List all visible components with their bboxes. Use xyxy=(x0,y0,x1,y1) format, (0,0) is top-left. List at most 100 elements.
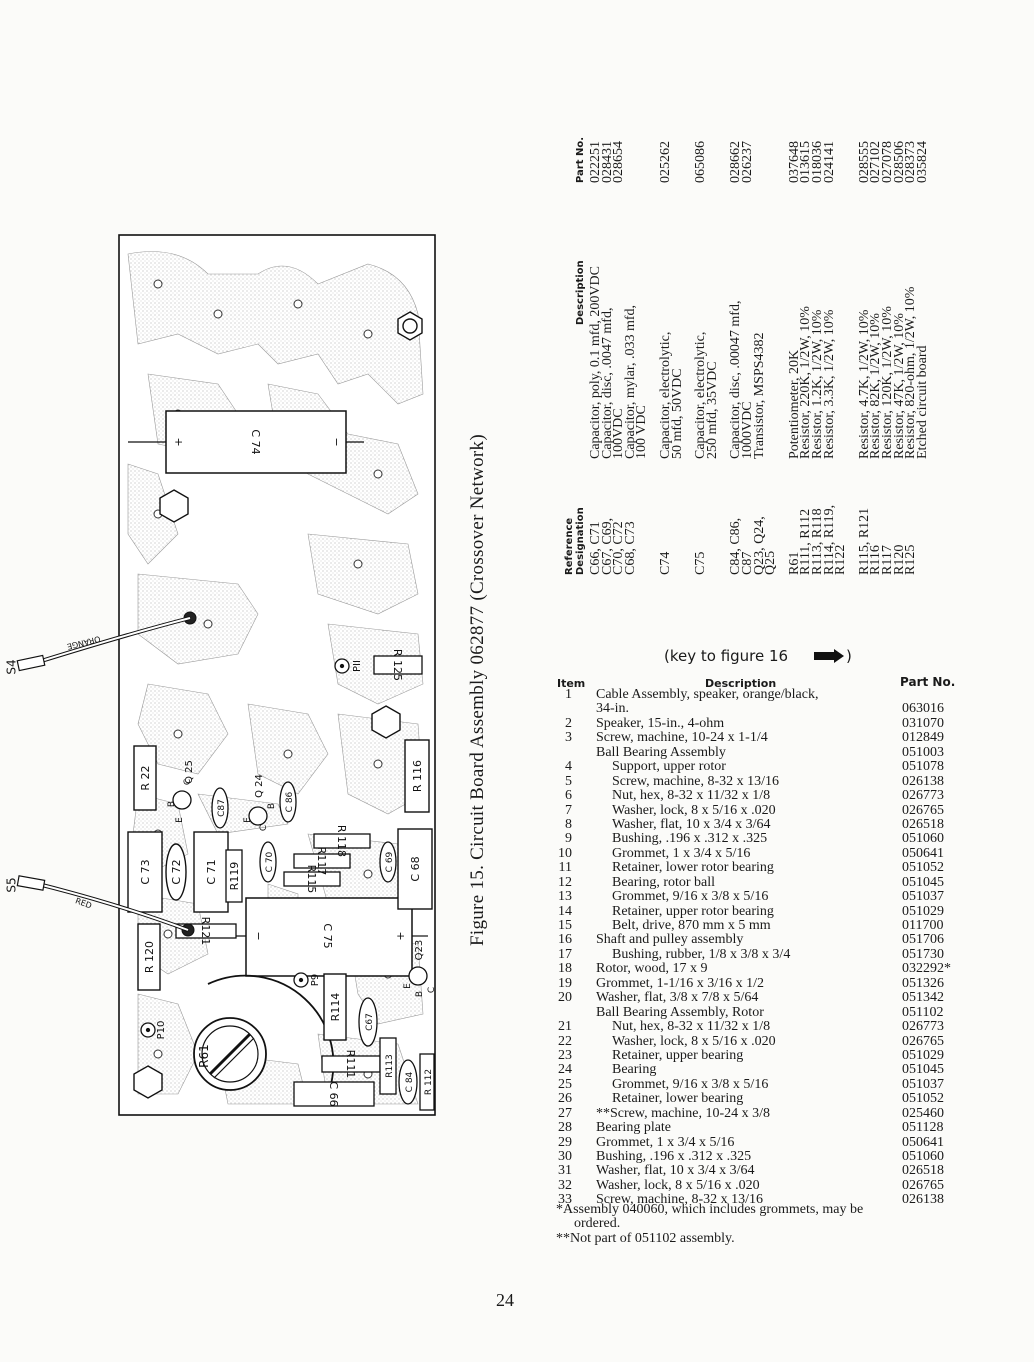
key-item-description: Ball Bearing Assembly xyxy=(596,744,726,760)
footnote-1: *Assembly 040060, which includes grommet… xyxy=(556,1202,864,1217)
key-item-description: Washer, lock, 8 x 5/16 x .020 xyxy=(612,802,776,818)
key-item-part-no: 026518 xyxy=(902,1163,944,1179)
key-item-part-no: 051029 xyxy=(902,1047,944,1063)
label-c84: C 84 xyxy=(405,1071,415,1092)
key-item-part-no: 051060 xyxy=(902,831,944,847)
label-c70: C 70 xyxy=(265,851,275,872)
label-p9: P9 xyxy=(310,974,321,986)
label-p10: P10 xyxy=(156,1021,167,1040)
key-item-part-no: 032292* xyxy=(902,961,951,977)
key-item-description: Rotor, wood, 17 x 9 xyxy=(596,961,708,977)
key-item-part-no: 051045 xyxy=(902,1062,944,1078)
resistor-r114 xyxy=(323,973,347,1041)
lead-label-s5: S5 xyxy=(4,877,19,893)
label-c86: C 86 xyxy=(285,791,295,812)
key-item-description: **Screw, machine, 10-24 x 3/8 xyxy=(596,1105,771,1121)
resistor-r112 xyxy=(419,1053,435,1111)
key-item-number: 27 xyxy=(558,1105,572,1121)
label-c68: C 68 xyxy=(409,856,422,881)
key-item-number: 15 xyxy=(558,918,572,933)
key-item-part-no: 025460 xyxy=(902,1105,944,1121)
key-item-number: 9 xyxy=(565,831,572,847)
key-item-part-no: 051342 xyxy=(902,990,944,1006)
resistor-r116 xyxy=(404,739,430,813)
label-r122: R 22 xyxy=(139,765,152,790)
footnote-1-cont: ordered. xyxy=(574,1216,621,1232)
key-item-number: 17 xyxy=(558,946,572,962)
circuit-board-diagram: C 74 + − C 75 − + C 68 C 71 C 73 C 72 R1… xyxy=(5,234,437,1116)
key-item-number: 1 xyxy=(565,687,572,702)
key-item-description: Retainer, upper bearing xyxy=(612,1047,744,1063)
label-c74: C 74 xyxy=(249,429,262,454)
page-number: 24 xyxy=(496,1290,514,1310)
key-footnotes: *Assembly 040060, which includes grommet… xyxy=(556,1202,946,1246)
key-item-description: Ball Bearing Assembly, Rotor xyxy=(596,1004,764,1020)
fig15-part-line: 065086 xyxy=(693,141,709,183)
key-item-part-no: 051730 xyxy=(902,946,944,962)
key-item-description: Screw, machine, 10-24 x 1-1/4 xyxy=(596,730,768,746)
key-item-number: 6 xyxy=(565,788,572,804)
key-item-description: Grommet, 9/16 x 3/8 x 5/16 xyxy=(612,889,769,905)
arrow-right-icon xyxy=(814,649,844,663)
key-item-number: 8 xyxy=(565,816,572,832)
capacitor-c71 xyxy=(193,831,229,913)
lead-label-s4: S4 xyxy=(4,659,19,675)
key-item-number: 14 xyxy=(558,903,572,919)
key-item-description: Bearing xyxy=(612,1062,657,1078)
key-item-number: 30 xyxy=(558,1149,572,1164)
key-item-part-no: 026518 xyxy=(902,816,944,832)
label-c74-minus: − xyxy=(330,437,343,446)
key-item-part-no: 051706 xyxy=(902,932,944,948)
transistor-q24 xyxy=(248,806,268,826)
label-c66: C 66 xyxy=(327,1081,340,1106)
label-c69: C 69 xyxy=(385,851,395,872)
capacitor-c74 xyxy=(128,410,364,474)
label-c73: C 73 xyxy=(139,859,152,884)
fig15-ref-line: Q25 xyxy=(763,550,779,575)
label-r120: R 120 xyxy=(143,941,156,973)
label-r119: R119 xyxy=(228,862,241,891)
key-item-part-no: 051326 xyxy=(902,975,944,991)
key-item-description: Grommet, 9/16 x 3/8 x 5/16 xyxy=(612,1076,769,1092)
label-r111: R111 xyxy=(344,1050,357,1079)
label-c75-plus: + xyxy=(394,931,407,940)
resistor-r119 xyxy=(225,849,243,903)
key-item-part-no: 051045 xyxy=(902,874,944,890)
label-r114: R114 xyxy=(329,993,342,1022)
key-item-description: Grommet, 1 x 3/4 x 5/16 xyxy=(612,845,751,861)
key-item-part-no: 063016 xyxy=(902,701,944,717)
label-q25-e: E xyxy=(175,817,185,823)
key-item-part-no: 026765 xyxy=(902,802,944,818)
key-item-number: 2 xyxy=(565,715,572,731)
key-item-number: 3 xyxy=(565,730,572,746)
key-item-number: 16 xyxy=(558,932,572,948)
key-item-number: 21 xyxy=(558,1019,572,1035)
key-item-description: Belt, drive, 870 mm x 5 mm xyxy=(612,918,771,933)
key-item-number: 25 xyxy=(558,1076,572,1092)
key-item-number: 32 xyxy=(558,1177,572,1193)
label-q23: Q23 xyxy=(414,940,425,961)
fig15-ref-line: R125 xyxy=(903,544,919,575)
key-item-part-no: 051078 xyxy=(902,759,944,775)
key-item-description: Screw, machine, 8-32 x 13/16 xyxy=(612,773,780,789)
capacitor-c86 xyxy=(279,781,297,823)
key-item-description: Nut, hex, 8-32 x 11/32 x 1/8 xyxy=(612,1019,771,1035)
label-r112: R 112 xyxy=(424,1069,434,1095)
fig15-desc-line: 50 mfd, 50VDC xyxy=(669,368,685,459)
fig15-part: 065086 xyxy=(693,141,709,183)
resistor-r120 xyxy=(137,923,161,991)
label-r115: R115 xyxy=(305,865,318,894)
key-item-part-no: 051037 xyxy=(902,1076,944,1092)
